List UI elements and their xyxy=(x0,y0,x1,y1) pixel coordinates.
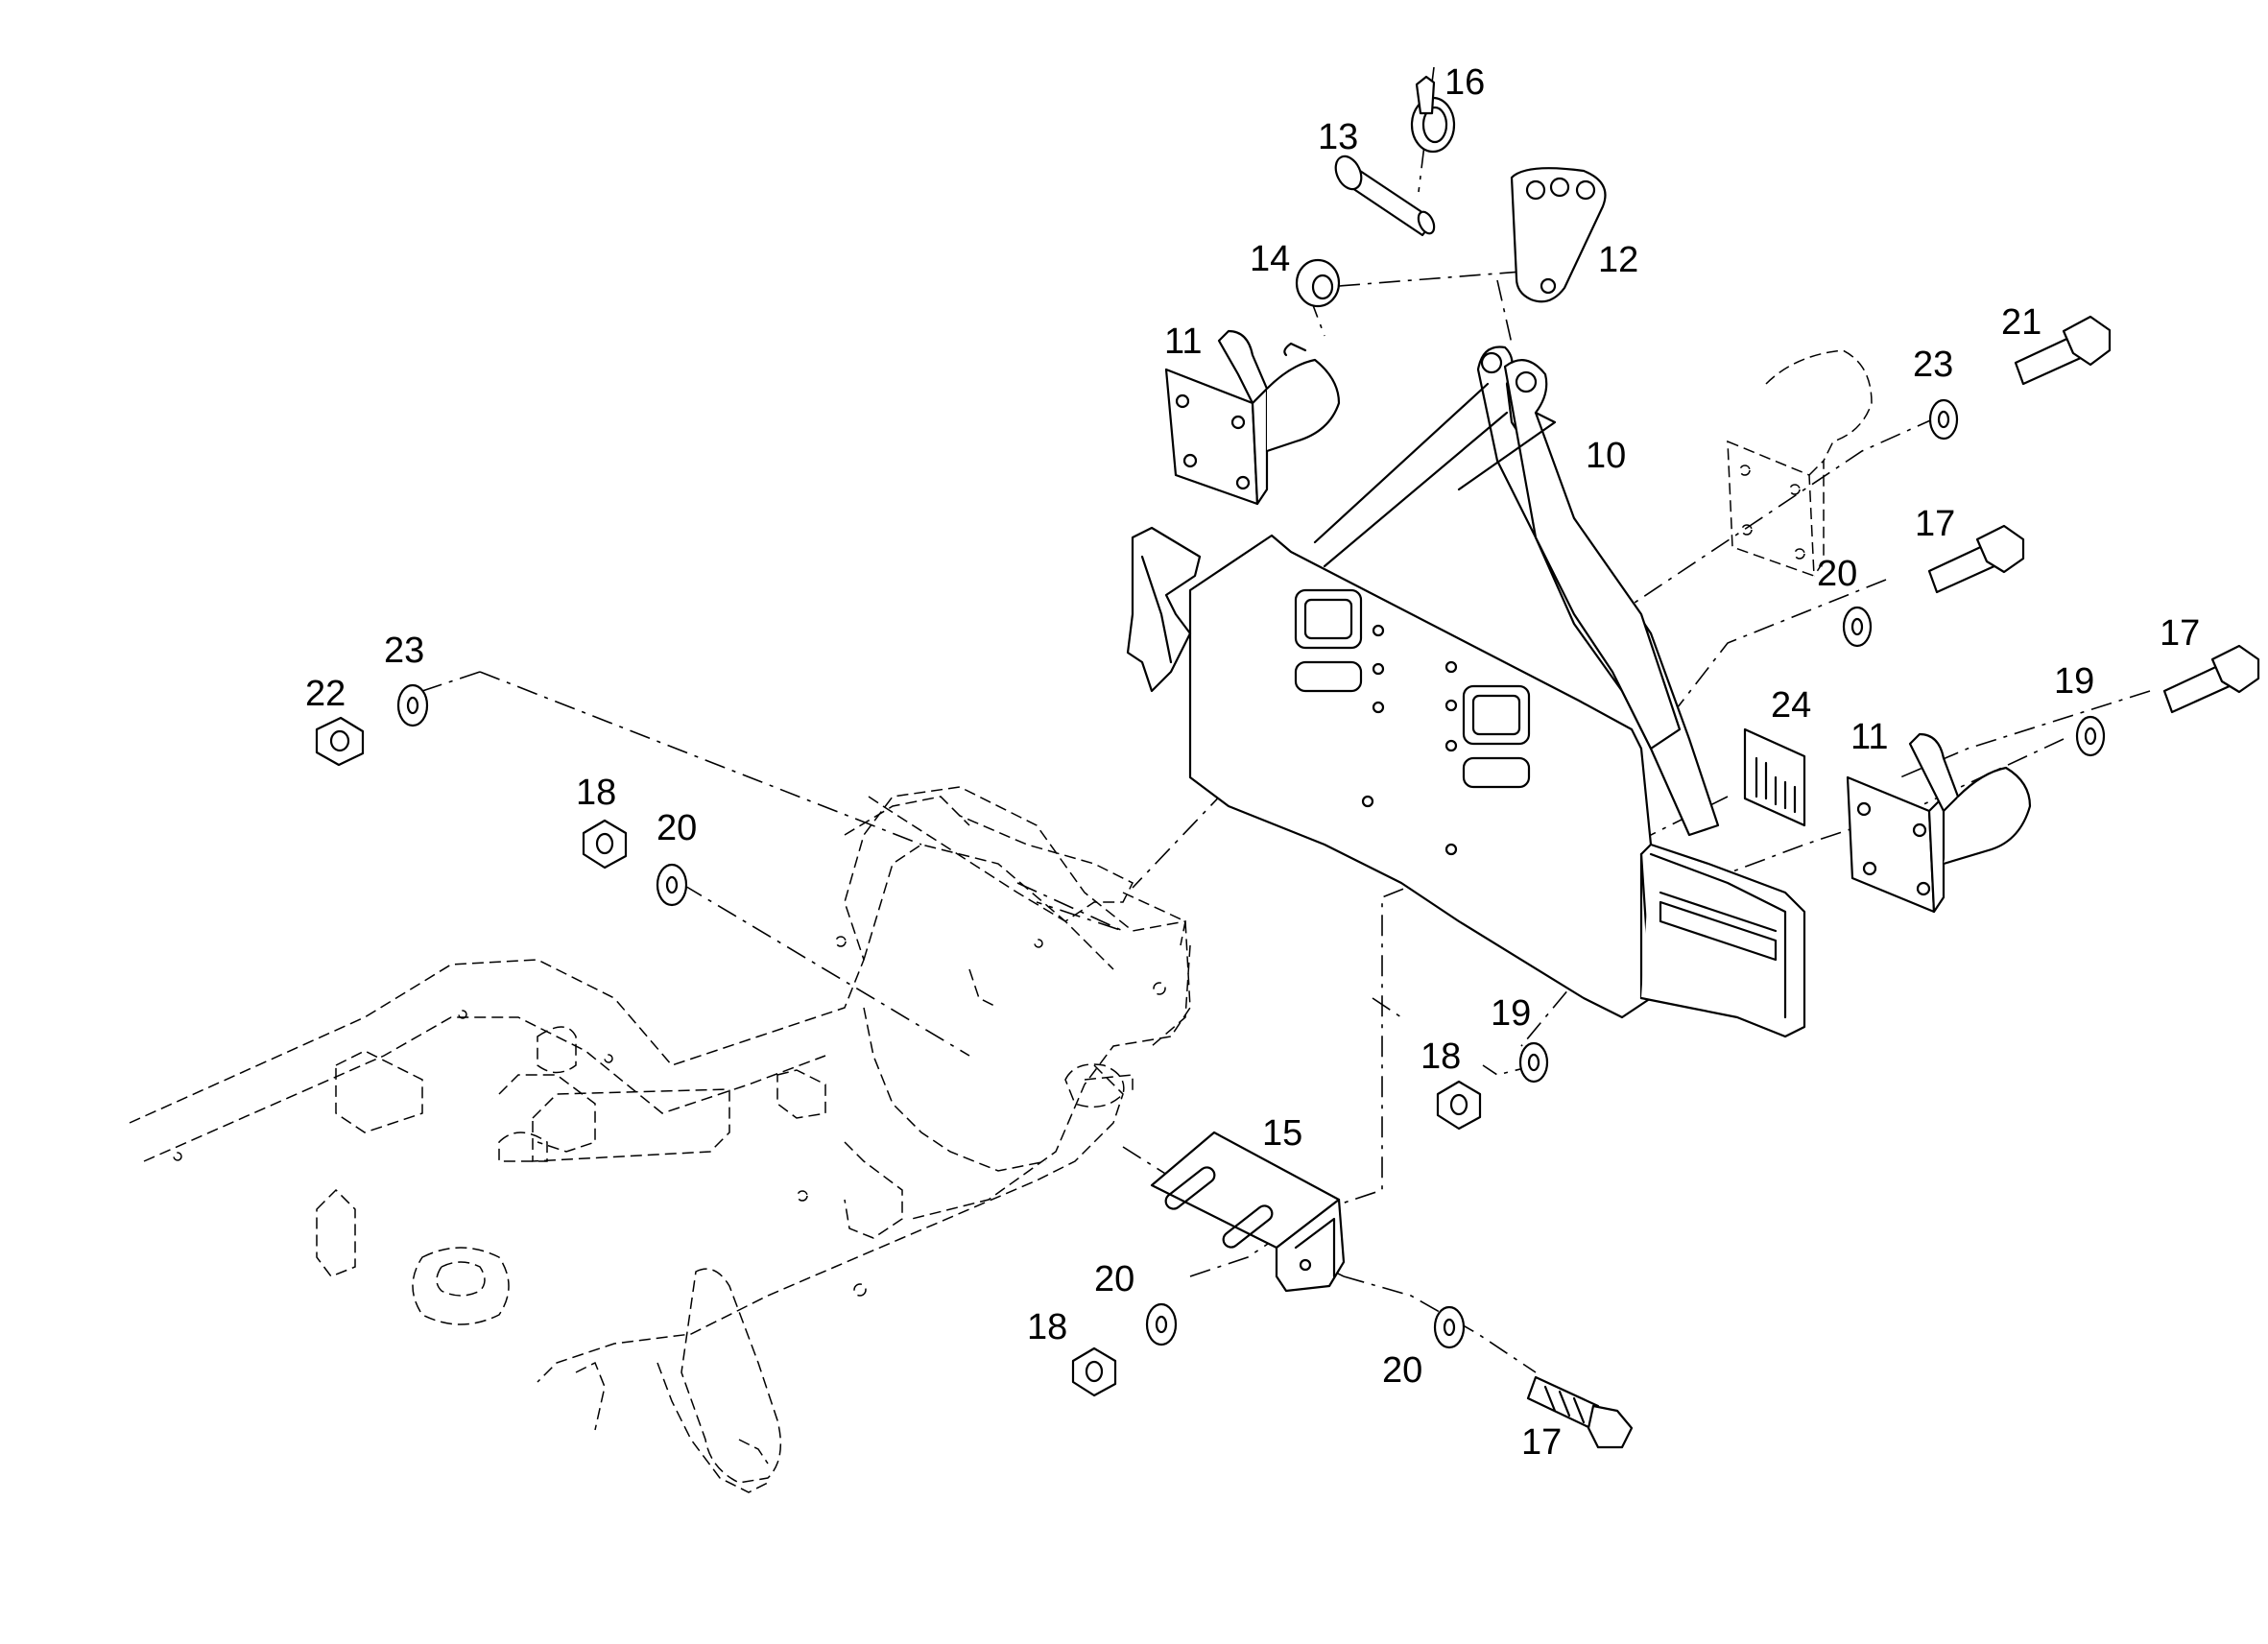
callout-10: 10 xyxy=(1586,436,1626,476)
callout-19-right: 19 xyxy=(2054,661,2094,702)
part-17-bolt-upper xyxy=(1927,524,2025,594)
part-24-decal xyxy=(1743,727,1806,827)
callout-19-middle: 19 xyxy=(1491,993,1531,1034)
part-11-phantom-upper-right xyxy=(1727,349,1873,578)
callout-18-left: 18 xyxy=(576,773,616,813)
callout-23-left: 23 xyxy=(384,631,424,671)
part-17-bolt-right xyxy=(2162,644,2260,714)
callout-20-upper: 20 xyxy=(1817,554,1857,594)
callout-13: 13 xyxy=(1318,117,1358,157)
callout-20-bottom-left: 20 xyxy=(1094,1259,1134,1299)
part-23-washer-left xyxy=(396,683,429,727)
part-20-washer-upper xyxy=(1842,606,1873,648)
part-10-front-weight-carrier xyxy=(1126,345,1806,1038)
part-23-washer-right xyxy=(1928,398,1959,441)
part-20-washer-bottom-right xyxy=(1433,1305,1466,1349)
callout-22: 22 xyxy=(305,674,346,714)
part-16-linch-pin xyxy=(1410,75,1456,154)
callout-18-middle: 18 xyxy=(1420,1036,1461,1077)
part-15-bracket xyxy=(1150,1131,1346,1293)
callout-20-left: 20 xyxy=(657,808,697,848)
part-14-bushing xyxy=(1295,258,1341,308)
part-19-washer-middle xyxy=(1518,1041,1549,1084)
callout-17-bottom: 17 xyxy=(1521,1422,1562,1463)
callout-11-right: 11 xyxy=(1850,717,1888,757)
part-13-pin xyxy=(1334,155,1436,237)
callout-17-right: 17 xyxy=(2160,613,2200,654)
callout-15: 15 xyxy=(1262,1113,1302,1154)
part-18-nut-left xyxy=(582,819,628,870)
part-17-bolt-bottom xyxy=(1526,1375,1634,1449)
callout-24: 24 xyxy=(1771,685,1811,726)
callout-20-bottom-right: 20 xyxy=(1382,1350,1422,1391)
callout-23-right: 23 xyxy=(1913,345,1953,385)
tractor-frame-phantom xyxy=(129,786,1191,1493)
part-21-bolt xyxy=(2014,315,2112,386)
part-22-nut xyxy=(315,716,365,767)
callout-14: 14 xyxy=(1250,239,1290,279)
callout-16: 16 xyxy=(1444,62,1485,103)
part-11-bracket-left xyxy=(1164,329,1341,506)
part-20-washer-left xyxy=(656,863,688,907)
callout-17-upper: 17 xyxy=(1915,504,1955,544)
part-18-nut-bottom xyxy=(1071,1346,1117,1397)
part-11-bracket-right xyxy=(1846,732,2032,914)
part-20-washer-bottom-left xyxy=(1145,1302,1178,1346)
part-19-washer-right xyxy=(2075,715,2106,757)
callout-labels: 10 11 11 12 13 14 15 16 17 17 17 18 18 1… xyxy=(305,62,2200,1463)
part-12-top-link-plate xyxy=(1510,167,1607,303)
callout-18-bottom: 18 xyxy=(1027,1307,1067,1347)
fasteners xyxy=(315,315,2260,1449)
callout-12: 12 xyxy=(1598,240,1638,280)
callout-21: 21 xyxy=(2001,302,2041,343)
callout-11-left: 11 xyxy=(1164,322,1202,362)
part-18-nut-middle xyxy=(1436,1080,1482,1131)
